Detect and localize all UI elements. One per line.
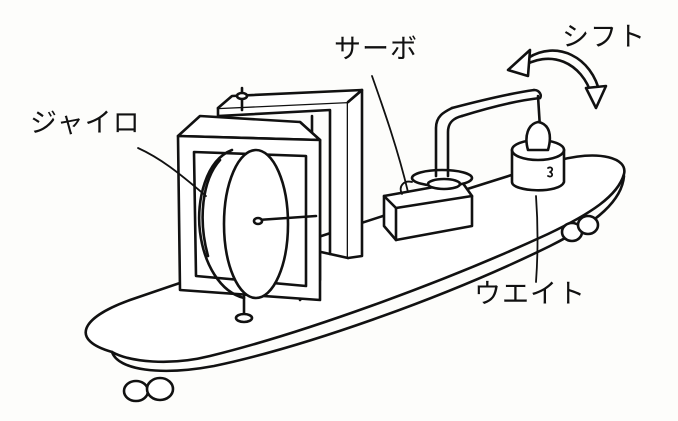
weight-block bbox=[510, 120, 566, 192]
shift-label: シフト bbox=[562, 22, 646, 53]
servo-leader bbox=[371, 75, 409, 193]
gyro-bottom-pin bbox=[234, 294, 254, 324]
gyro-flywheel bbox=[197, 148, 318, 300]
gyro-label: ジャイロ bbox=[30, 108, 141, 139]
servo-label: サーボ bbox=[334, 34, 418, 65]
gyro-leader bbox=[137, 147, 207, 197]
front-wheel-left bbox=[122, 376, 175, 403]
shift-arrow-icon bbox=[506, 48, 608, 110]
weight-label: ウエイト bbox=[474, 279, 586, 310]
rear-wheel-right bbox=[560, 214, 600, 243]
weight-leader bbox=[535, 195, 539, 283]
leader-lines bbox=[137, 75, 539, 283]
servo-box bbox=[382, 106, 474, 242]
gyro-mount-bracket bbox=[216, 86, 364, 260]
shift-arm bbox=[450, 88, 543, 130]
